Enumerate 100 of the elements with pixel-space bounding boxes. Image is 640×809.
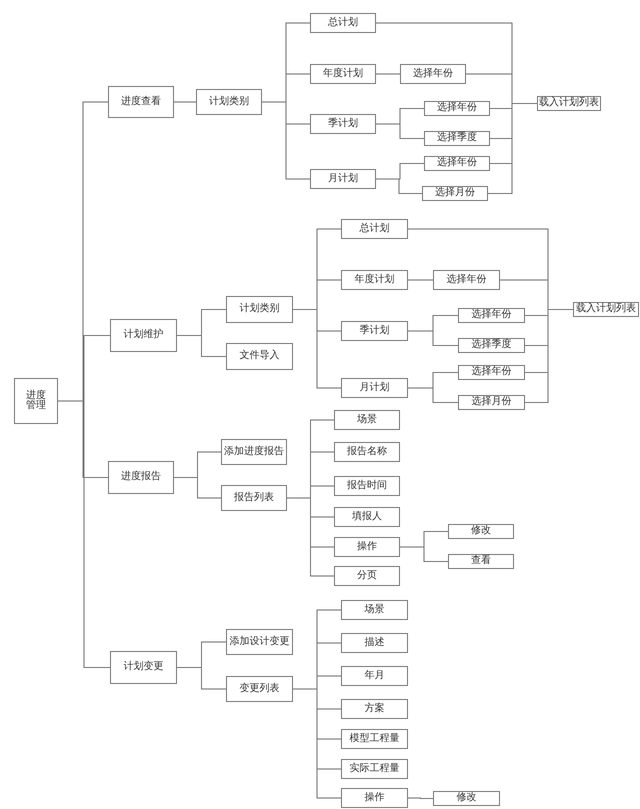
process-box xyxy=(341,600,408,620)
process-box xyxy=(221,485,287,511)
box-label: 月计划 xyxy=(328,174,358,184)
box-label: 查看 xyxy=(471,556,491,567)
process-box xyxy=(334,476,400,496)
process-box xyxy=(341,321,408,341)
process-box xyxy=(334,537,400,557)
box-label: 添加进度报告 xyxy=(224,446,284,458)
process-box xyxy=(422,186,488,201)
process-box xyxy=(424,131,490,146)
box-label: 进度报告 xyxy=(121,472,161,483)
connector-line xyxy=(376,124,424,139)
box-label: 变更列表 xyxy=(240,684,280,694)
process-box xyxy=(341,788,408,808)
process-box xyxy=(458,395,525,410)
process-box xyxy=(110,319,177,352)
box-label: 载入计划列表 xyxy=(539,98,599,109)
process-box xyxy=(448,524,514,539)
process-box xyxy=(433,791,500,806)
process-box xyxy=(341,378,408,398)
process-box xyxy=(334,410,400,430)
process-box xyxy=(334,507,400,527)
box-label: 场景 xyxy=(364,604,384,616)
process-box xyxy=(310,114,376,134)
process-box xyxy=(573,302,639,317)
process-box xyxy=(433,270,500,290)
box-label: 季计划 xyxy=(328,118,358,130)
box-label: 计划维护 xyxy=(124,330,164,341)
process-box xyxy=(334,442,400,462)
process-box xyxy=(341,729,408,749)
box-label: 模型工程量 xyxy=(350,734,400,744)
box-label: 填报人 xyxy=(352,512,382,522)
box-label: 文件导入 xyxy=(240,351,280,362)
process-box xyxy=(310,64,376,84)
process-box xyxy=(424,156,490,171)
box-label: 选择年份 xyxy=(437,103,477,114)
process-box xyxy=(341,270,408,290)
box-label: 选择年份 xyxy=(472,367,512,378)
box-label: 计划类别 xyxy=(209,96,249,108)
connector-line xyxy=(58,400,110,668)
box-label: 年度计划 xyxy=(323,68,363,80)
process-box xyxy=(458,365,525,380)
process-box xyxy=(226,676,293,702)
box-label: 报告列表 xyxy=(234,492,274,504)
connector-line xyxy=(408,330,458,346)
box-label: 进度管理 xyxy=(26,390,46,412)
process-box xyxy=(108,461,174,494)
box-label: 选择月份 xyxy=(472,397,512,408)
box-label: 场景 xyxy=(357,414,377,426)
connector-line xyxy=(400,546,448,562)
connector-line xyxy=(286,498,334,576)
box-label: 操作 xyxy=(364,792,384,804)
process-box xyxy=(341,666,408,686)
process-box xyxy=(448,554,514,569)
connector-line xyxy=(262,102,310,180)
process-box xyxy=(310,13,376,33)
connector-line xyxy=(176,335,226,357)
process-box xyxy=(14,378,58,424)
box-label: 月计划 xyxy=(360,382,390,394)
box-label: 年度计划 xyxy=(354,274,394,286)
box-label: 实际工程量 xyxy=(350,764,400,774)
box-label: 分页 xyxy=(357,570,377,582)
connector-line xyxy=(408,798,434,799)
connector-line xyxy=(376,178,422,194)
connector-line xyxy=(292,688,342,798)
box-label: 选择年份 xyxy=(437,158,477,169)
box-label: 选择季度 xyxy=(437,133,477,144)
box-label: 选择月份 xyxy=(435,188,475,199)
box-label: 添加设计变更 xyxy=(230,636,290,648)
process-box xyxy=(400,64,466,84)
box-label: 描述 xyxy=(364,638,384,648)
process-box xyxy=(341,699,408,719)
box-label: 载入计划列表 xyxy=(576,304,636,315)
connector-line xyxy=(524,309,574,403)
box-label: 报告名称 xyxy=(347,446,387,458)
process-box xyxy=(458,308,525,323)
connector-line xyxy=(408,388,458,403)
box-label: 选择年份 xyxy=(413,68,453,80)
box-label: 季计划 xyxy=(360,326,390,336)
box-label: 总计划 xyxy=(328,18,358,28)
connector-line xyxy=(488,103,538,194)
process-box xyxy=(221,439,287,465)
connector-line xyxy=(174,477,222,498)
process-box xyxy=(334,566,400,586)
process-box xyxy=(424,101,490,116)
box-label: 报告时间 xyxy=(347,480,387,492)
process-box xyxy=(226,296,293,323)
connector-line xyxy=(292,309,342,388)
box-label: 总计划 xyxy=(360,224,390,234)
process-box xyxy=(310,169,376,189)
box-label: 进度查看 xyxy=(121,96,161,108)
box-label: 操作 xyxy=(357,542,377,552)
process-box xyxy=(108,86,174,118)
box-label: 选择年份 xyxy=(446,274,486,286)
box-label: 年月 xyxy=(364,670,384,682)
box-label: 计划类别 xyxy=(240,304,280,315)
box-label: 计划变更 xyxy=(124,662,164,673)
process-box xyxy=(226,343,293,370)
process-box xyxy=(110,651,177,684)
box-label: 选择季度 xyxy=(472,340,512,351)
